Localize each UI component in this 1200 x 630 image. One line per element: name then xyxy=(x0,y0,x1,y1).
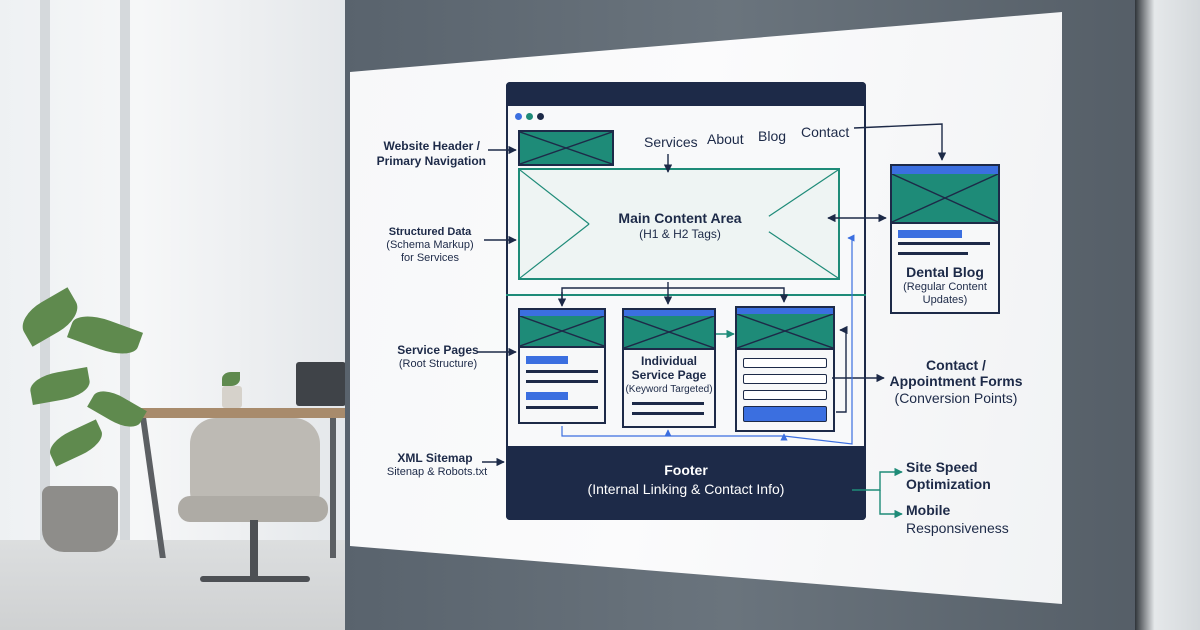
desk xyxy=(110,408,350,418)
window-mullion xyxy=(120,0,130,560)
window-mullion xyxy=(40,0,50,560)
blog-image-placeholder-icon xyxy=(890,174,1000,224)
label-structured-line3: for Services xyxy=(380,252,480,265)
window-dot-icon xyxy=(515,113,522,120)
text-highlight xyxy=(526,356,568,364)
nav-about[interactable]: About xyxy=(707,131,744,147)
service-card-subtitle: (Keyword Targeted) xyxy=(622,384,716,396)
main-content-subtitle: (H1 & H2 Tags) xyxy=(580,228,780,242)
nav-blog[interactable]: Blog xyxy=(758,128,786,144)
desk-leg xyxy=(330,418,336,558)
service-image-placeholder-icon xyxy=(622,316,716,350)
text-line xyxy=(632,402,704,405)
label-structured-line1: Structured Data xyxy=(380,226,480,239)
text-line xyxy=(632,412,704,415)
form-image-placeholder-icon xyxy=(735,314,835,350)
blog-subtitle-line1: (Regular Content xyxy=(890,281,1000,294)
service-card-title-line1: Individual xyxy=(622,355,716,369)
leaf xyxy=(222,372,240,386)
label-contact-line1: Contact / xyxy=(884,357,1028,373)
window-dot-icon xyxy=(526,113,533,120)
section-divider xyxy=(506,294,866,296)
label-header-line1: Website Header / xyxy=(340,140,480,154)
label-service-pages-line2: (Root Structure) xyxy=(386,358,490,371)
footer-subtitle: (Internal Linking & Contact Info) xyxy=(506,481,866,497)
form-field xyxy=(743,374,827,384)
chair-base xyxy=(200,576,310,582)
form-field xyxy=(743,358,827,368)
text-line xyxy=(526,406,598,409)
label-sitemap-line2: Sitenap & Robots.txt xyxy=(376,466,498,479)
chair-stem xyxy=(250,520,258,580)
blog-title: Dental Blog xyxy=(890,264,1000,280)
service-card-title-line2: Service Page xyxy=(622,369,716,383)
blog-subtitle-line2: Updates) xyxy=(890,294,1000,307)
label-contact-line2: Appointment Forms xyxy=(884,373,1028,389)
text-highlight xyxy=(898,230,962,238)
text-highlight xyxy=(526,392,568,400)
form-field xyxy=(743,390,827,400)
label-service-pages-line1: Service Pages xyxy=(386,344,490,358)
nav-contact[interactable]: Contact xyxy=(801,124,849,140)
text-line xyxy=(898,252,968,255)
label-header-line2: Primary Navigation xyxy=(340,155,486,169)
small-plant-pot xyxy=(222,386,242,408)
logo-placeholder-icon xyxy=(518,130,614,166)
label-contact-line3: (Conversion Points) xyxy=(884,390,1028,406)
nav-services[interactable]: Services xyxy=(644,134,698,150)
service-image-placeholder-icon xyxy=(518,316,606,348)
text-line xyxy=(526,380,598,383)
footer-title: Footer xyxy=(506,462,866,478)
monitor xyxy=(296,362,346,406)
main-content-title: Main Content Area xyxy=(580,210,780,226)
wall-edge xyxy=(1135,0,1200,630)
floor xyxy=(0,540,350,630)
browser-titlebar xyxy=(506,82,866,106)
label-mobile-line2: Responsiveness xyxy=(906,520,1009,536)
label-speed-line1: Site Speed xyxy=(906,459,978,475)
label-structured-line2: (Schema Markup) xyxy=(380,239,480,252)
text-line xyxy=(526,370,598,373)
label-mobile-line1: Mobile xyxy=(906,502,950,518)
text-line xyxy=(898,242,990,245)
label-sitemap-line1: XML Sitemap xyxy=(380,452,490,466)
window-dot-icon xyxy=(537,113,544,120)
chair-seat xyxy=(178,496,328,522)
label-speed-line2: Optimization xyxy=(906,476,991,492)
form-submit-button xyxy=(743,406,827,422)
plant-pot xyxy=(42,486,118,552)
